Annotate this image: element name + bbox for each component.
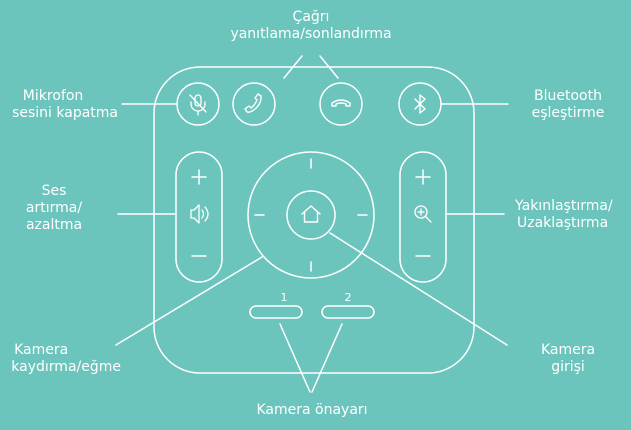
- zoom-label: Yakınlaştırma/ Uzaklaştırma: [515, 198, 613, 231]
- callout-line-home: [329, 232, 508, 346]
- preset-button-1[interactable]: [249, 305, 303, 319]
- home-label: Kamera girişi: [540, 342, 596, 375]
- volume-label: Ses artırma/ azaltma: [25, 183, 83, 233]
- callout-line-preset-1: [279, 323, 311, 393]
- bluetooth-button[interactable]: [398, 82, 442, 126]
- zoom-control[interactable]: [399, 151, 447, 283]
- callout-line-call-end: [319, 55, 339, 79]
- mute-label: Mikrofon sesini kapatma: [12, 88, 118, 121]
- home-icon: [301, 205, 321, 223]
- call-end-button[interactable]: [319, 82, 363, 126]
- preset-number-1: 1: [280, 291, 288, 304]
- callout-line-preset-2: [311, 323, 343, 393]
- call-label: Çağrı yanıtlama/sonlandırma: [230, 9, 392, 42]
- callout-line-pan-tilt: [115, 256, 263, 346]
- callout-line-call-answer: [283, 55, 303, 79]
- phone-hangup-icon: [331, 99, 351, 107]
- preset-button-2[interactable]: [321, 305, 375, 319]
- remote-body: [153, 66, 475, 374]
- phone-answer-icon: [244, 93, 262, 113]
- mic-mute-icon: [189, 94, 207, 116]
- call-answer-button[interactable]: [232, 82, 276, 126]
- magnifier-plus-icon: [414, 205, 432, 223]
- volume-control[interactable]: [175, 151, 223, 283]
- speaker-icon: [190, 204, 209, 224]
- bluetooth-icon: [414, 94, 426, 114]
- mute-button[interactable]: [176, 82, 220, 126]
- presets-label: Kamera önayarı: [256, 402, 368, 418]
- preset-number-2: 2: [344, 291, 352, 304]
- pan-tilt-label: Kamera kaydırma/eğme: [11, 342, 121, 375]
- pan-tilt-ring[interactable]: [247, 151, 375, 279]
- home-button[interactable]: [286, 190, 336, 240]
- bluetooth-label: Bluetooth eşleştirme: [531, 88, 605, 121]
